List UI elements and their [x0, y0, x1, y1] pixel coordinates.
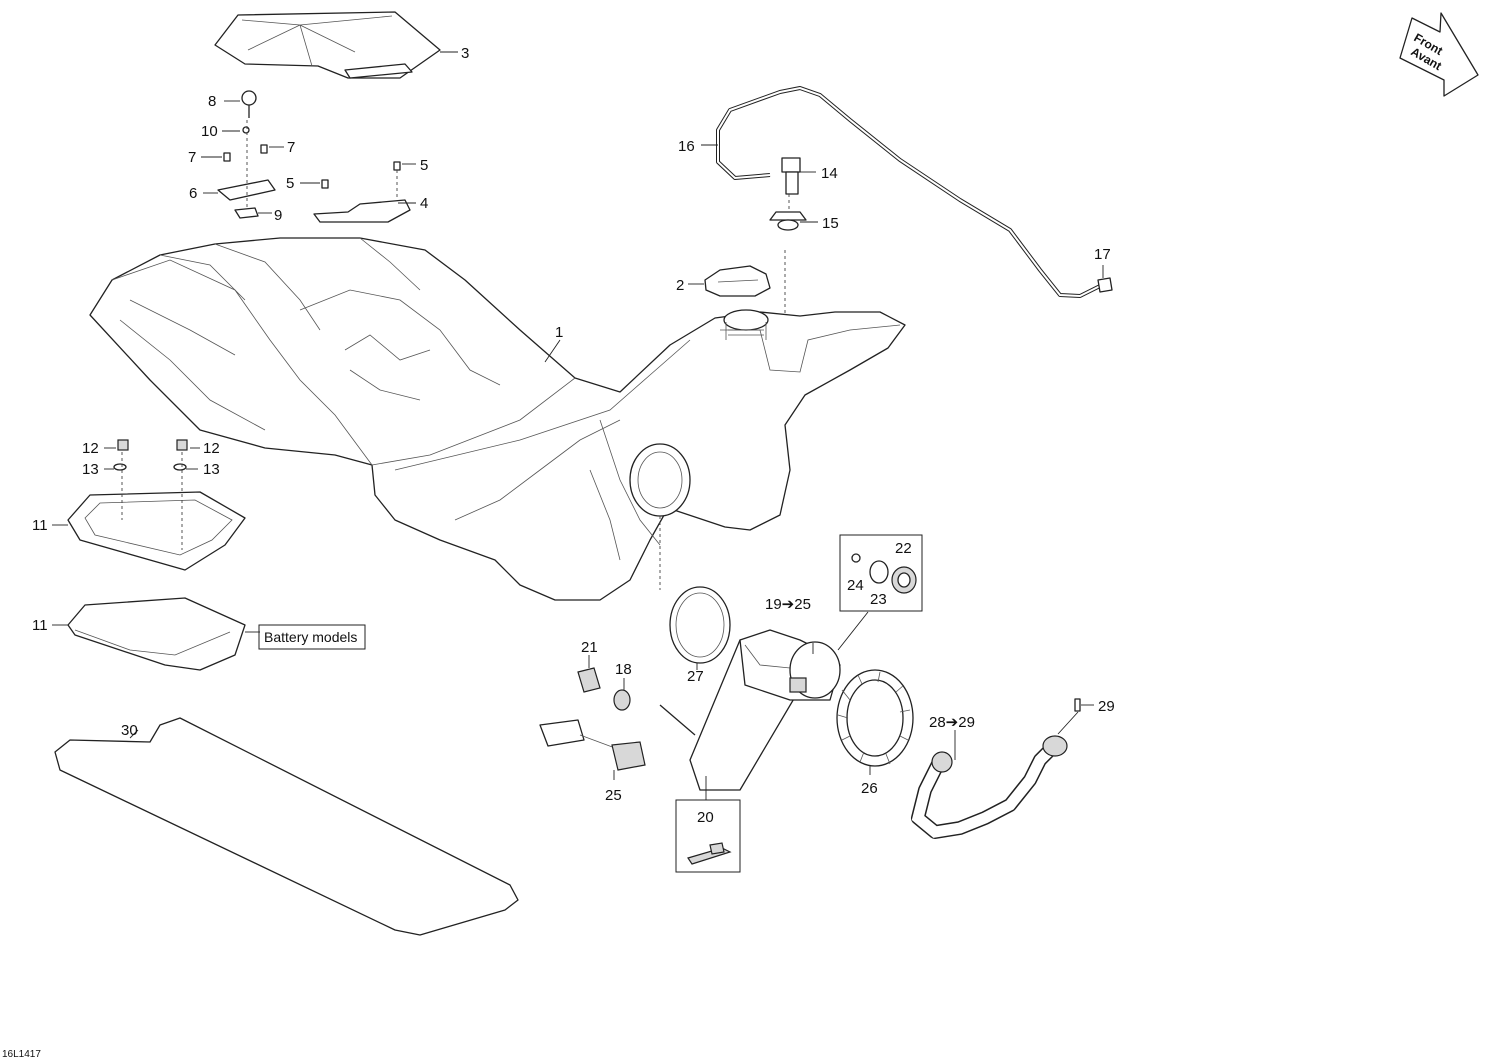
fuel-pump-module	[659, 611, 869, 800]
callout-20: 20	[697, 809, 714, 826]
callout-9: 9	[274, 207, 282, 224]
callout-24: 24	[847, 577, 864, 594]
callout-12b: 12	[203, 440, 220, 457]
callout-3: 3	[461, 45, 469, 62]
pump-small-parts	[539, 586, 731, 780]
callout-14: 14	[821, 165, 838, 182]
battery-models-label: Battery models	[264, 629, 357, 645]
callout-7b: 7	[287, 139, 295, 156]
inset-box-22-24	[839, 534, 923, 612]
callout-5b: 5	[420, 157, 428, 174]
callout-28: 28➔29	[929, 714, 975, 731]
callout-27: 27	[687, 668, 704, 685]
callout-4: 4	[420, 195, 428, 212]
callout-11b: 11	[32, 617, 48, 634]
callout-26: 26	[861, 780, 878, 797]
callout-12a: 12	[82, 440, 99, 457]
callout-19: 19➔25	[765, 596, 811, 613]
callout-13b: 13	[203, 461, 220, 478]
callout-8: 8	[208, 93, 216, 110]
small-hardware-group	[201, 90, 416, 223]
vent-line-group	[701, 86, 1113, 298]
battery-tray-group	[52, 439, 260, 671]
callout-11a: 11	[32, 517, 48, 534]
callout-15: 15	[822, 215, 839, 232]
callout-7a: 7	[188, 149, 196, 166]
callout-16: 16	[678, 138, 695, 155]
front-direction-arrow: Front Avant	[1399, 12, 1479, 97]
callout-17: 17	[1094, 246, 1111, 263]
part-30-pad	[54, 717, 519, 936]
callout-22: 22	[895, 540, 912, 557]
callout-labels: 1 2 3 4 5 5 6 7 7 8 9 10 11 11 12 12 13 …	[32, 45, 1115, 826]
callout-1: 1	[555, 324, 563, 341]
callout-10: 10	[201, 123, 218, 140]
callout-21: 21	[581, 639, 598, 656]
callout-6: 6	[189, 185, 197, 202]
inset-box-20	[675, 799, 741, 873]
figure-code: 16L1417	[2, 1049, 41, 1060]
part-3-top-cover	[214, 11, 458, 79]
battery-models-note: Battery models	[258, 624, 366, 650]
callout-29: 29	[1098, 698, 1115, 715]
callout-25: 25	[605, 787, 622, 804]
callout-13a: 13	[82, 461, 99, 478]
part-2-fuel-cap	[688, 265, 771, 297]
callout-2: 2	[676, 277, 684, 294]
callout-23: 23	[870, 591, 887, 608]
fuel-line-28-29	[911, 698, 1094, 839]
part-1-fuel-tank	[89, 237, 906, 601]
callout-18: 18	[615, 661, 632, 678]
callout-30: 30	[121, 722, 138, 739]
callout-5a: 5	[286, 175, 294, 192]
part-26-lock-ring	[836, 669, 914, 775]
